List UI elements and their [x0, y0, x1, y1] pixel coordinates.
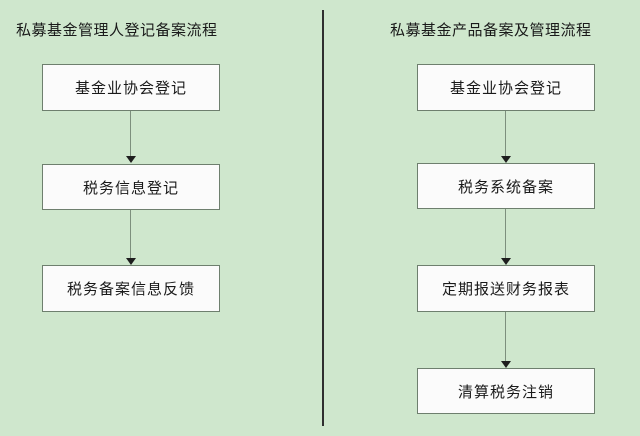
right-flow-connector-3-4 — [499, 312, 513, 368]
right-flow-node-1[interactable]: 基金业协会登记 — [417, 64, 595, 111]
left-flow-node-2-label: 税务信息登记 — [82, 180, 179, 197]
right-flow-node-4-label: 清算税务注销 — [457, 384, 554, 401]
left-flow-node-1[interactable]: 基金业协会登记 — [42, 64, 220, 111]
right-flow-node-3[interactable]: 定期报送财务报表 — [417, 265, 595, 312]
left-flow-node-3[interactable]: 税务备案信息反馈 — [42, 265, 220, 312]
right-flow-node-2-label: 税务系统备案 — [457, 179, 554, 196]
left-flow-node-3-label: 税务备案信息反馈 — [66, 282, 195, 298]
left-flow-connector-1-2 — [124, 111, 138, 163]
right-flow-connector-1-2 — [499, 111, 513, 163]
left-flow-node-1-label: 基金业协会登记 — [74, 81, 187, 97]
left-flow-node-2[interactable]: 税务信息登记 — [42, 164, 220, 210]
right-flow-node-3-label: 定期报送财务报表 — [441, 282, 570, 298]
left-flow-title: 私募基金管理人登记备案流程 — [16, 23, 218, 39]
column-divider — [322, 10, 324, 426]
right-flow-connector-2-3 — [499, 209, 513, 265]
right-flow-node-1-label: 基金业协会登记 — [449, 81, 562, 97]
right-flow-title: 私募基金产品备案及管理流程 — [390, 23, 592, 39]
right-flow-node-4[interactable]: 清算税务注销 — [417, 368, 595, 414]
right-flow-node-2[interactable]: 税务系统备案 — [417, 163, 595, 209]
left-flow-connector-2-3 — [124, 210, 138, 265]
